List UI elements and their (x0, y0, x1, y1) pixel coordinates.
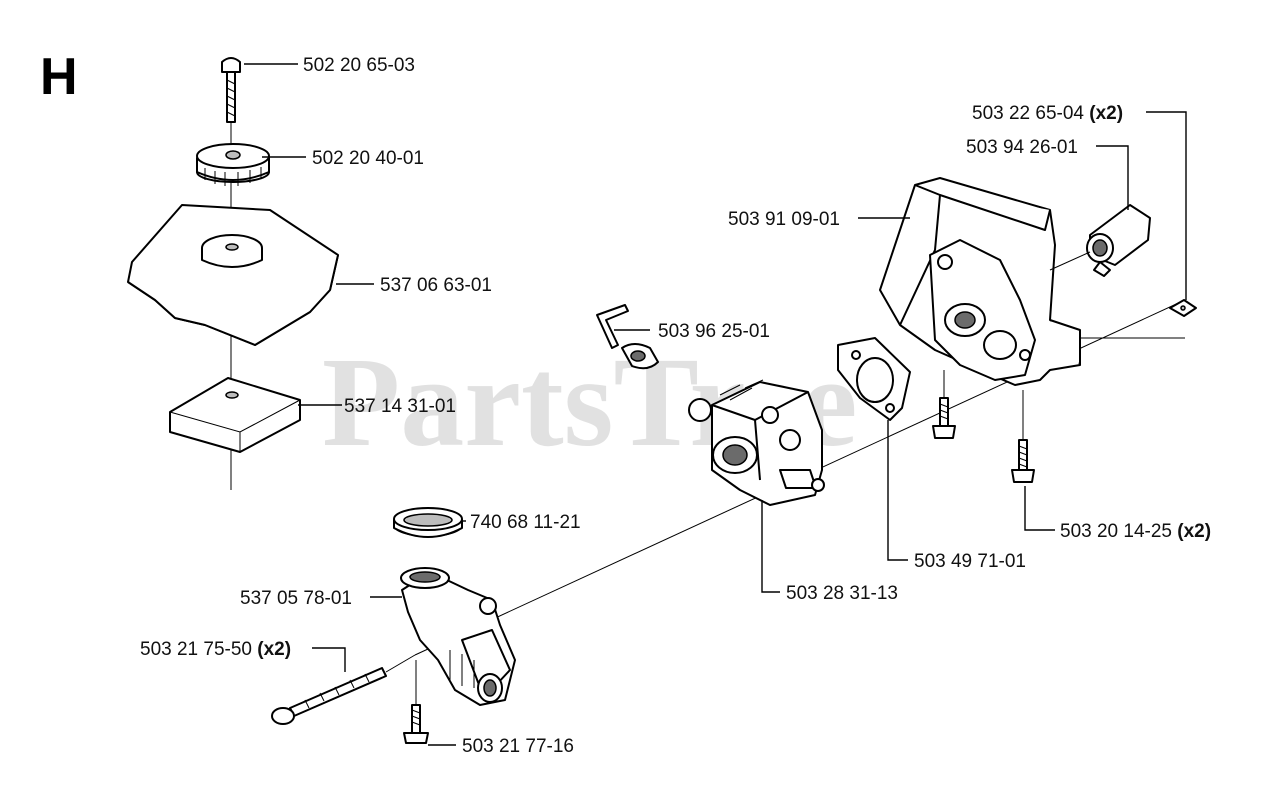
callout-nut: 503 22 65-04 (x2) (972, 103, 1123, 124)
carburetor-part[interactable] (688, 379, 825, 506)
long-screw-part[interactable] (271, 667, 387, 725)
section-letter: H (40, 48, 78, 106)
sleeve-part[interactable] (1086, 204, 1151, 277)
housing-part[interactable] (879, 177, 1081, 386)
callout-bolt-top: 502 20 65-03 (303, 55, 415, 76)
carb-gasket-part[interactable] (837, 337, 911, 421)
callout-air-filter: 537 14 31-01 (344, 396, 456, 417)
throttle-link-part[interactable] (596, 304, 659, 370)
callout-carburetor: 503 28 31-13 (786, 583, 898, 604)
gasket-ring-part[interactable] (393, 507, 463, 538)
callout-short-screw: 503 21 77-16 (462, 736, 574, 757)
leader-lines (244, 63, 1187, 746)
air-filter-part[interactable] (169, 377, 301, 453)
callout-mount-screw: 503 20 14-25 (x2) (1060, 521, 1211, 542)
callout-throttle-link: 503 96 25-01 (658, 321, 770, 342)
callout-knob: 502 20 40-01 (312, 148, 424, 169)
callout-sleeve: 503 94 26-01 (966, 137, 1078, 158)
mount-screw-part[interactable] (932, 397, 1035, 483)
short-screw-part[interactable] (403, 704, 429, 744)
air-filter-cover-part[interactable] (127, 204, 339, 346)
nut-part[interactable] (1169, 299, 1197, 317)
callout-housing: 503 91 09-01 (728, 209, 840, 230)
knob-part[interactable] (196, 143, 270, 186)
intake-elbow-part[interactable] (400, 567, 516, 706)
callout-gasket-ring: 740 68 11-21 (470, 512, 581, 533)
callout-long-screw: 503 21 75-50 (x2) (140, 639, 291, 660)
callout-intake-elbow: 537 05 78-01 (240, 588, 352, 609)
callout-air-filter-cover: 537 06 63-01 (380, 275, 492, 296)
callout-carb-gasket: 503 49 71-01 (914, 551, 1026, 572)
bolt-top-part[interactable] (221, 57, 241, 123)
